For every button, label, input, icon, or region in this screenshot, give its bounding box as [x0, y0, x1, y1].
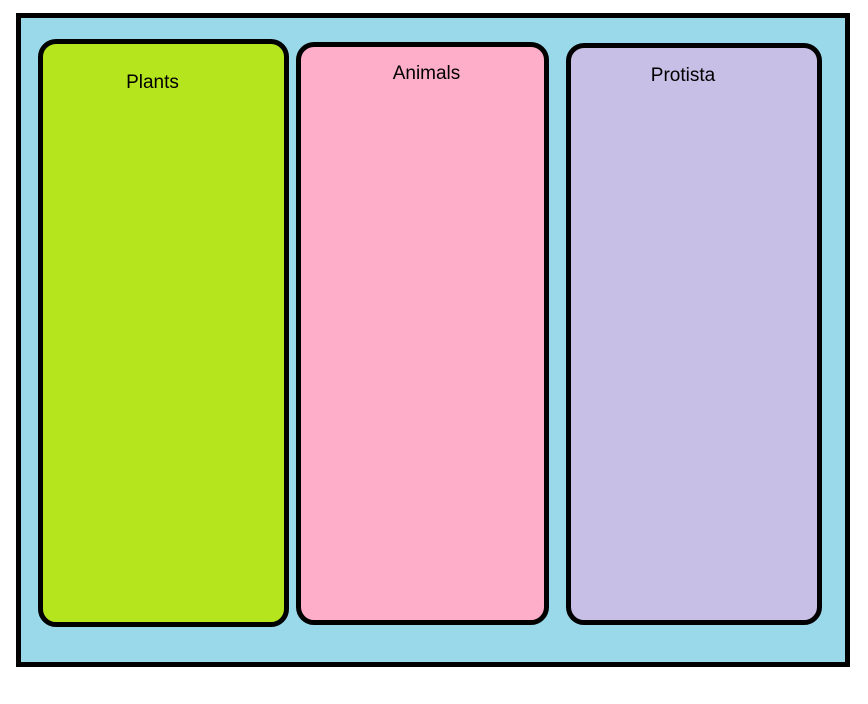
column-protista-label: Protista [650, 65, 716, 86]
column-plants-label: Plants [126, 72, 179, 93]
column-animals-label: Animals [392, 63, 461, 84]
kingdom-board: Plants Animals Protista [16, 13, 850, 667]
column-plants: Plants [38, 39, 289, 627]
column-protista: Protista [566, 43, 822, 625]
column-animals: Animals [296, 42, 549, 625]
